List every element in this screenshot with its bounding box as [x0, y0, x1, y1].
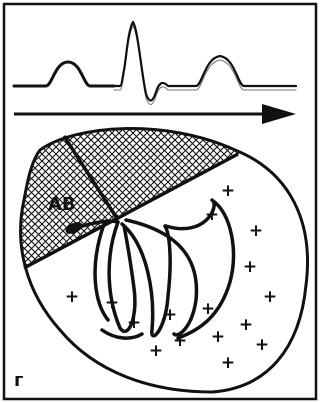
plus-sign: + [127, 313, 141, 333]
plus-sign: + [249, 221, 263, 241]
plus-sign: + [263, 287, 277, 307]
plus-sign: + [149, 341, 163, 361]
plus-sign: + [221, 353, 235, 373]
qrs-t-complex [114, 22, 296, 101]
plus-sign: + [221, 181, 235, 201]
plus-sign: + [239, 315, 253, 335]
time-arrow-head [262, 104, 296, 124]
ecg-trace [14, 22, 296, 105]
plus-sign: + [65, 287, 79, 307]
plus-sign: + [163, 305, 177, 325]
p-wave [14, 62, 114, 86]
plus-sign: + [255, 335, 269, 355]
av-label: AB [48, 194, 76, 215]
panel-letter: г [14, 370, 23, 391]
plus-sign: + [201, 299, 215, 319]
plus-sign: + [205, 205, 219, 225]
plus-sign: + [243, 257, 257, 277]
qrs-t-shadow [114, 26, 296, 105]
plus-sign: + [173, 331, 187, 351]
time-arrow [14, 104, 296, 124]
plus-sign: + [105, 293, 119, 313]
plus-sign: + [211, 327, 225, 347]
